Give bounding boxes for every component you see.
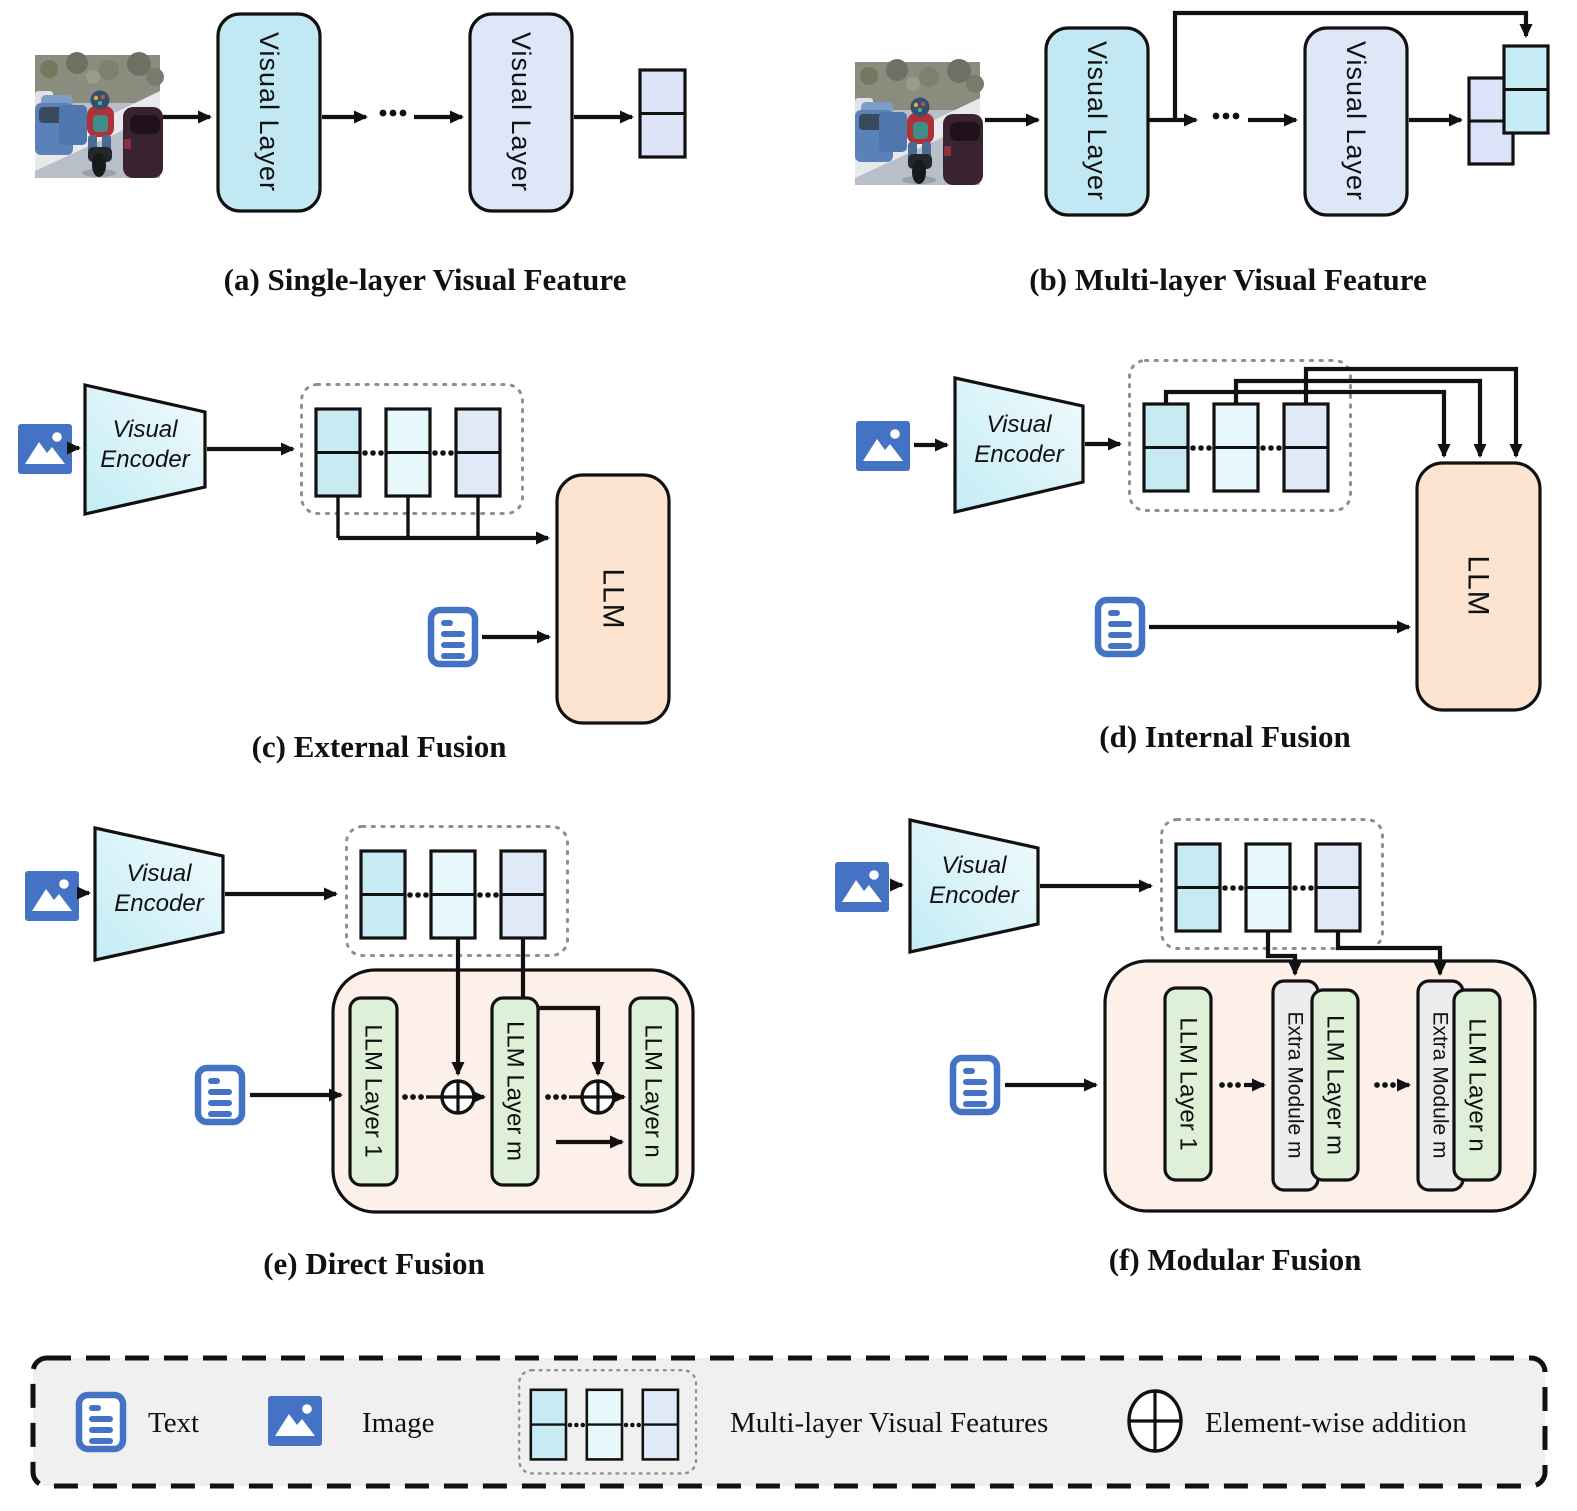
feature2-to-llm-top bbox=[1233, 378, 1487, 458]
caption-f: (f) Modular Fusion bbox=[1109, 1242, 1362, 1277]
panel-e: Visual Encoder LLM Layer 1 LLM Layer m L… bbox=[25, 824, 695, 1281]
llm-layer-m bbox=[490, 996, 540, 1187]
llm-layer-m-label: LLM Layer m bbox=[1322, 1015, 1349, 1155]
visual-encoder-label: Encoder bbox=[974, 441, 1064, 468]
element-wise-addition-icon bbox=[440, 1079, 476, 1115]
ellipsis-e1 bbox=[402, 1094, 424, 1100]
multi-layer-features bbox=[344, 824, 570, 958]
feature-to-addition-2 bbox=[520, 938, 605, 1076]
llm-layer-n bbox=[628, 996, 679, 1187]
llm-box bbox=[1415, 461, 1542, 712]
visual-encoder-label: Visual bbox=[942, 852, 1008, 879]
motorcyclist-photo bbox=[855, 59, 984, 185]
extra-module-m-label: Extra Module m bbox=[1284, 1011, 1307, 1158]
legend-multilayer-label: Multi-layer Visual Features bbox=[730, 1407, 1048, 1439]
ellipsis-f1 bbox=[1219, 1082, 1241, 1088]
text-document-icon bbox=[1098, 600, 1142, 654]
caption-a: (a) Single-layer Visual Feature bbox=[224, 262, 627, 297]
llm-label: LLM bbox=[1462, 555, 1495, 616]
caption-e: (e) Direct Fusion bbox=[263, 1246, 485, 1281]
feature3-to-llm-top bbox=[1303, 366, 1523, 458]
visual-encoder bbox=[908, 818, 1040, 954]
visual-encoder-label: Encoder bbox=[929, 882, 1019, 909]
motorcyclist-photo bbox=[35, 52, 164, 178]
panel-b: Visual Layer Visual Layer (b) Multi-laye… bbox=[855, 10, 1550, 297]
llm-layer-1 bbox=[348, 996, 399, 1187]
caption-c: (c) External Fusion bbox=[252, 729, 507, 764]
visual-encoder bbox=[83, 383, 207, 516]
multi-layer-features bbox=[1159, 817, 1385, 951]
visual-encoder-label: Encoder bbox=[114, 890, 204, 917]
llm-layer-1 bbox=[1163, 986, 1213, 1182]
visual-layer-label: Visual Layer bbox=[254, 32, 284, 192]
panel-d: Visual Encoder LLM (d) Internal Fusion bbox=[856, 358, 1542, 754]
ellipsis-a bbox=[379, 109, 407, 117]
text-document-icon bbox=[431, 610, 475, 664]
ellipsis-f2 bbox=[1374, 1082, 1396, 1088]
image-icon bbox=[856, 421, 910, 471]
text-document-icon bbox=[79, 1395, 123, 1449]
llm-layer-m-label: LLM Layer m bbox=[502, 1021, 529, 1161]
legend-text-label: Text bbox=[148, 1407, 199, 1439]
multi-layer-features bbox=[299, 382, 525, 516]
visual-layer-box-first bbox=[216, 12, 322, 213]
visual-encoder bbox=[93, 826, 225, 962]
llm-label: LLM bbox=[597, 568, 630, 629]
single-layer-feature bbox=[638, 68, 687, 159]
text-document-icon bbox=[198, 1068, 242, 1122]
multi-layer-feature-stack bbox=[1467, 44, 1550, 166]
feature-to-module-1 bbox=[1265, 931, 1302, 976]
element-wise-addition-icon bbox=[580, 1079, 616, 1115]
visual-layer-label: Visual Layer bbox=[1341, 41, 1371, 201]
llm-layer-1-label: LLM Layer 1 bbox=[1175, 1017, 1202, 1150]
caption-b: (b) Multi-layer Visual Feature bbox=[1029, 262, 1427, 297]
extra-module-m2-label: Extra Module m bbox=[1429, 1011, 1452, 1158]
skip-connection bbox=[1172, 10, 1533, 120]
ellipsis-e2 bbox=[545, 1094, 567, 1100]
visual-layer-box-last bbox=[1303, 26, 1409, 217]
llm-layer-n bbox=[1452, 988, 1502, 1182]
legend-image-label: Image bbox=[362, 1407, 434, 1439]
llm-layer-n-label: LLM Layer n bbox=[1464, 1018, 1491, 1151]
text-document-icon bbox=[953, 1058, 997, 1112]
visual-layer-box-last bbox=[468, 12, 574, 213]
panel-a: Visual Layer Visual Layer (a) Single-lay… bbox=[35, 12, 687, 297]
legend: Text Image Multi-layer Visual Features E… bbox=[30, 1355, 1548, 1489]
llm-box bbox=[555, 473, 671, 725]
image-icon bbox=[268, 1396, 322, 1446]
image-icon bbox=[18, 424, 72, 474]
visual-layer-label: Visual Layer bbox=[506, 32, 536, 192]
element-wise-addition-icon bbox=[1127, 1389, 1183, 1453]
visual-encoder-label: Encoder bbox=[100, 446, 190, 473]
visual-encoder-label: Visual bbox=[113, 416, 179, 443]
visual-encoder-label: Visual bbox=[127, 860, 193, 887]
image-icon bbox=[835, 862, 889, 912]
llm-layer-n-label: LLM Layer n bbox=[640, 1024, 667, 1157]
panel-f: Visual Encoder LLM Layer 1 Extra Module … bbox=[835, 817, 1537, 1277]
llm-layer-1-label: LLM Layer 1 bbox=[360, 1024, 387, 1157]
panel-c: Visual Encoder LLM (c) External Fusion bbox=[18, 382, 671, 764]
feature-to-module-2 bbox=[1335, 931, 1447, 976]
visual-encoder bbox=[953, 376, 1085, 515]
visual-layer-label: Visual Layer bbox=[1082, 41, 1112, 201]
legend-border bbox=[30, 1355, 1548, 1489]
llm-layer-m bbox=[1310, 988, 1360, 1182]
ellipsis-b bbox=[1212, 112, 1240, 120]
image-icon bbox=[25, 871, 79, 921]
caption-d: (d) Internal Fusion bbox=[1099, 719, 1350, 754]
visual-encoder-label: Visual bbox=[987, 411, 1053, 438]
feature-taps bbox=[336, 496, 480, 538]
legend-addition-label: Element-wise addition bbox=[1205, 1407, 1467, 1439]
